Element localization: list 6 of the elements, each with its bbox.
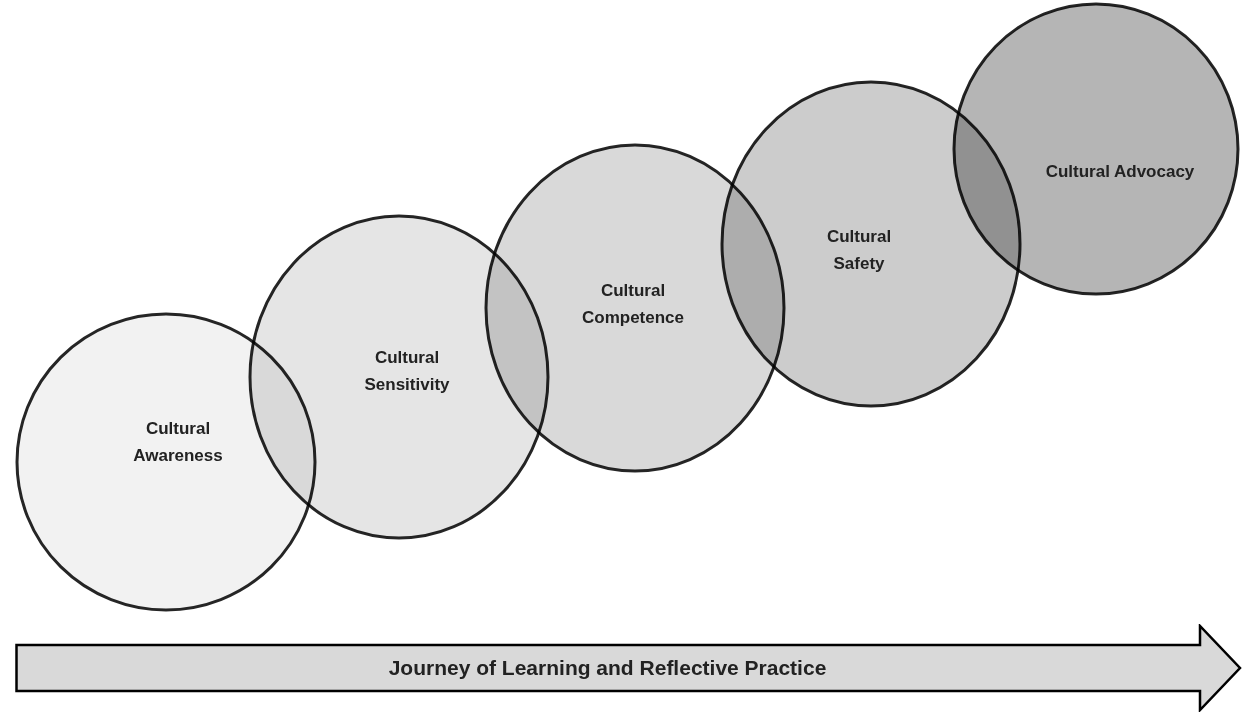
circle-label: Cultural Awareness (132, 418, 224, 467)
circle-label: Cultural Safety (825, 226, 893, 275)
circle-label: Cultural Advocacy (1044, 160, 1196, 183)
circle-label: Cultural Sensitivity (363, 347, 451, 396)
arrow-label: Journey of Learning and Reflective Practice (388, 655, 827, 682)
circle-label: Cultural Competence (581, 280, 685, 329)
